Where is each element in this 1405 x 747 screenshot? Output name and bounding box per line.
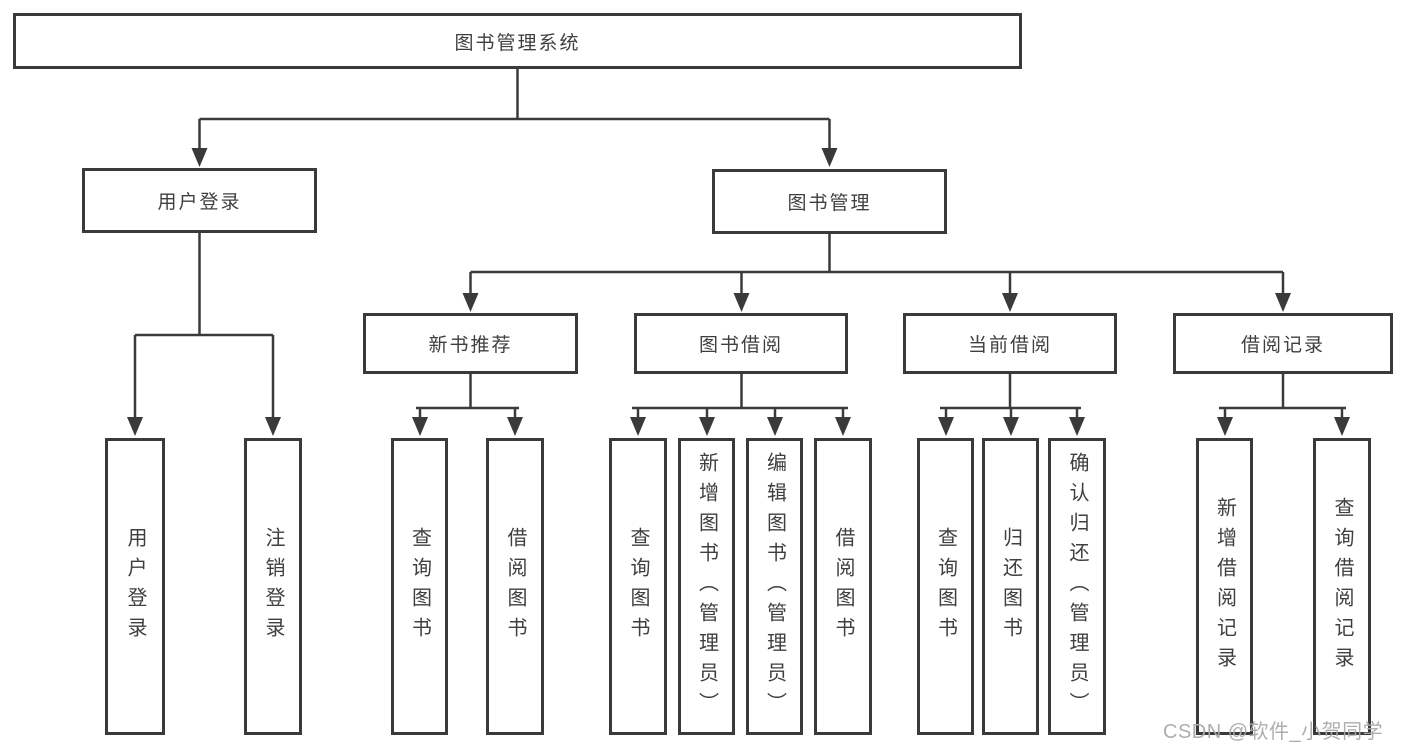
node-book-management: 图书管理 — [712, 169, 947, 234]
node-label: 图书借阅 — [698, 335, 783, 356]
node-label: 编辑图书（管理员） — [763, 451, 786, 722]
node-label: 查询图书 — [934, 526, 957, 647]
node-nbr-borrow-books: 借阅图书 — [486, 438, 544, 735]
node-label: 查询图书 — [408, 526, 431, 647]
node-current-borrowing: 当前借阅 — [903, 313, 1117, 374]
node-borrowing-records: 借阅记录 — [1173, 313, 1393, 374]
node-label: 新书推荐 — [428, 335, 513, 356]
node-label: 注销登录 — [262, 526, 284, 647]
node-library-management-system: 图书管理系统 — [13, 13, 1022, 69]
node-label: 用户登录 — [157, 192, 242, 213]
node-bb-borrow-books: 借阅图书 — [814, 438, 872, 735]
node-book-borrowing: 图书借阅 — [634, 313, 848, 374]
csdn-watermark: CSDN @软件_小贺同学 — [1163, 721, 1384, 743]
node-user-login-leaf: 用户登录 — [105, 438, 165, 735]
node-bb-query-books: 查询图书 — [609, 438, 667, 735]
node-label: 借阅图书 — [504, 526, 526, 647]
node-label: 借阅图书 — [832, 526, 854, 647]
node-logout-login: 注销登录 — [244, 438, 302, 735]
node-label: 归还图书 — [999, 526, 1022, 647]
node-bb-add-books-admin: 新增图书（管理员） — [678, 438, 735, 735]
node-label: 新增图书（管理员） — [695, 451, 718, 722]
node-bb-edit-books-admin: 编辑图书（管理员） — [746, 438, 803, 735]
node-new-book-recommendation: 新书推荐 — [363, 313, 578, 374]
node-label: 查询图书 — [627, 526, 649, 647]
node-cb-query-books: 查询图书 — [917, 438, 974, 735]
node-br-query-record: 查询借阅记录 — [1313, 438, 1371, 735]
node-nbr-query-books: 查询图书 — [391, 438, 448, 735]
node-user-login: 用户登录 — [82, 168, 317, 233]
node-label: 当前借阅 — [967, 335, 1052, 356]
node-label: 借阅记录 — [1240, 335, 1325, 356]
node-cb-return-books: 归还图书 — [982, 438, 1039, 735]
node-label: 图书管理 — [787, 193, 872, 214]
node-label: 用户登录 — [124, 526, 146, 647]
node-label: 新增借阅记录 — [1213, 496, 1236, 677]
node-cb-confirm-return-admin: 确认归还（管理员） — [1048, 438, 1106, 735]
node-label: 图书管理系统 — [454, 32, 581, 54]
node-br-add-record: 新增借阅记录 — [1196, 438, 1253, 735]
node-label: 查询借阅记录 — [1331, 496, 1353, 677]
node-label: 确认归还（管理员） — [1066, 451, 1088, 722]
